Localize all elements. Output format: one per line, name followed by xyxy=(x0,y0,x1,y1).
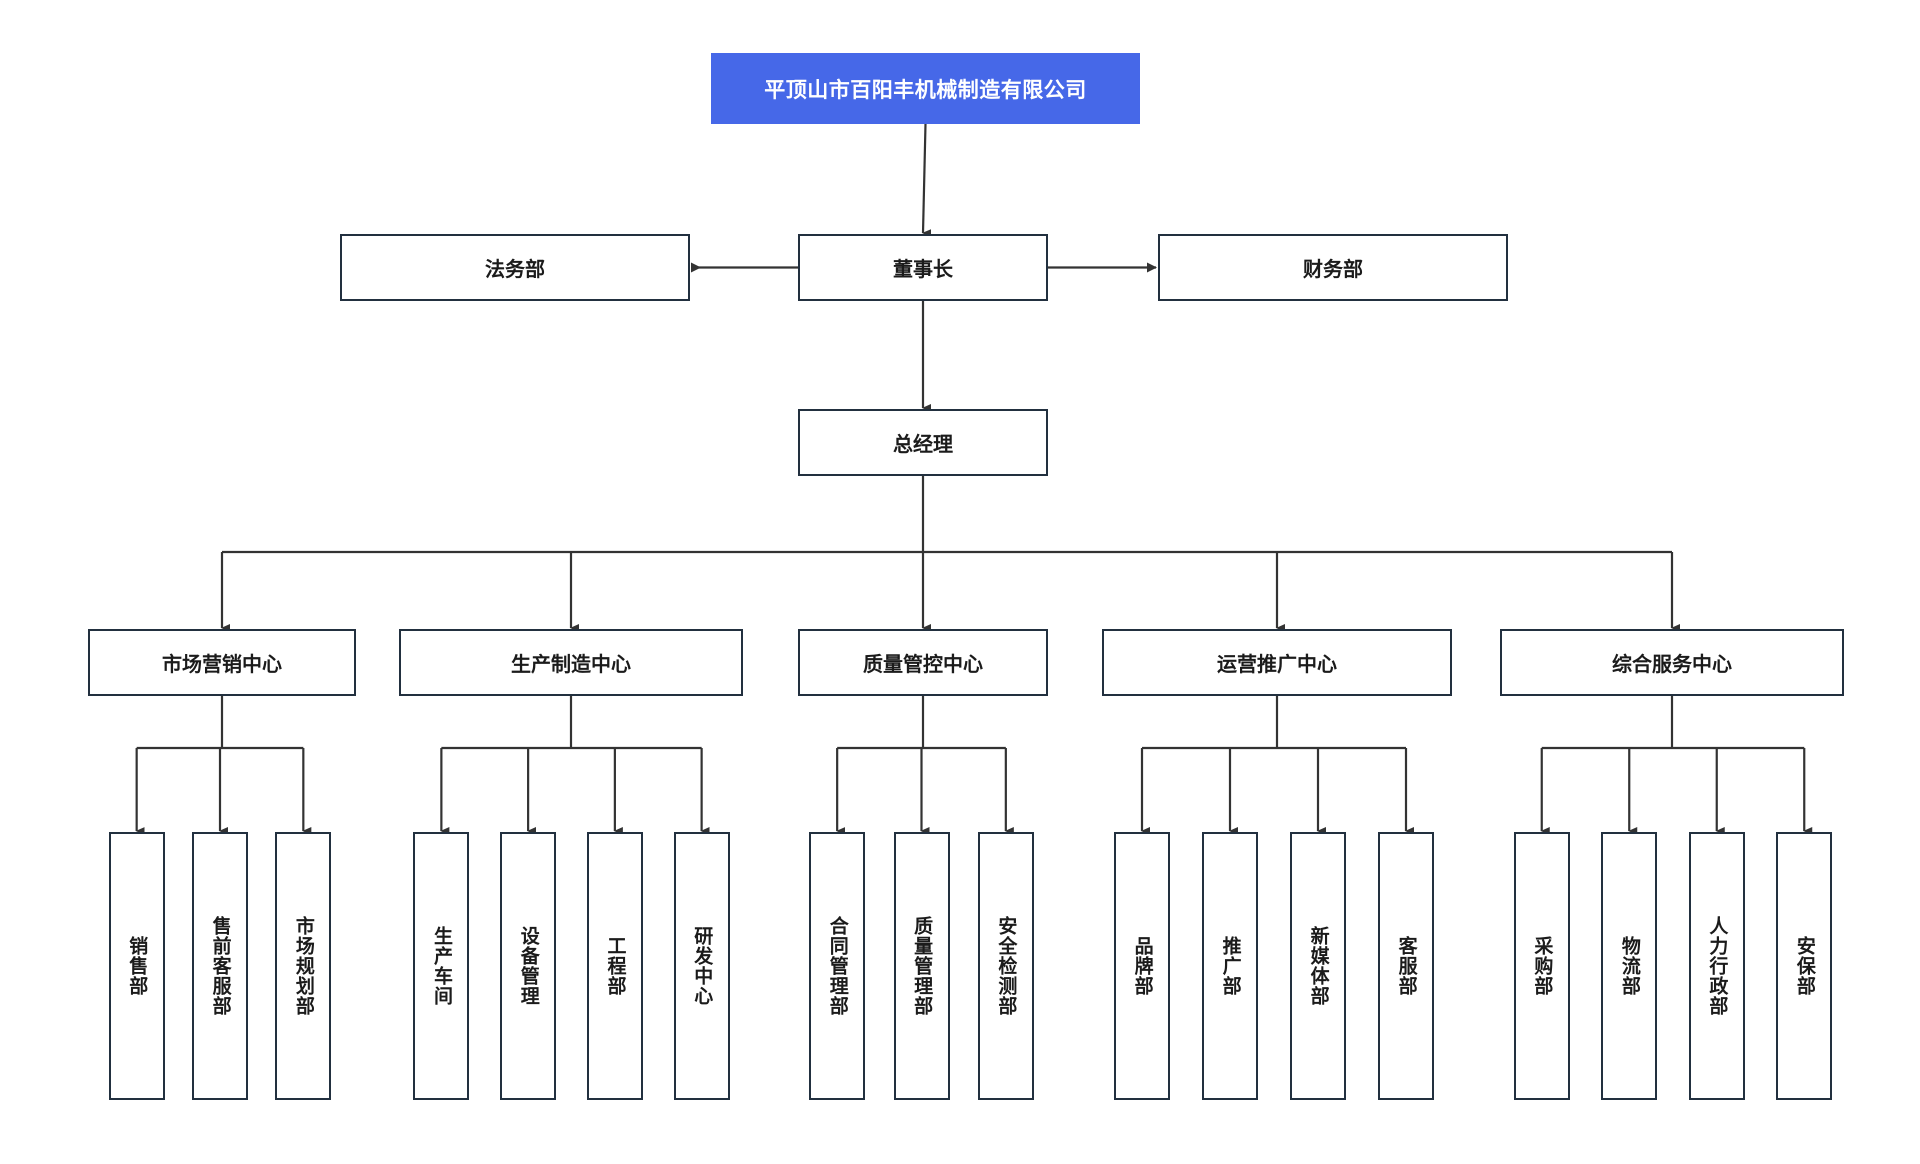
node-department-label: 品牌部 xyxy=(1131,936,1154,996)
node-center-operations[interactable]: 运营推广中心 xyxy=(1102,629,1452,696)
root-company-label: 平顶山市百阳丰机械制造有限公司 xyxy=(764,77,1087,102)
node-department-production-0[interactable]: 生产车间 xyxy=(413,832,470,1100)
node-center-production[interactable]: 生产制造中心 xyxy=(399,629,743,696)
node-department-operations-3[interactable]: 客服部 xyxy=(1378,832,1434,1100)
node-center-production-label: 生产制造中心 xyxy=(511,652,631,676)
node-center-services[interactable]: 综合服务中心 xyxy=(1500,629,1844,696)
node-center-marketing[interactable]: 市场营销中心 xyxy=(88,629,356,696)
node-department-operations-1[interactable]: 推广部 xyxy=(1202,832,1258,1100)
node-department-quality-0[interactable]: 合同管理部 xyxy=(809,832,866,1100)
node-general-manager-label: 总经理 xyxy=(893,432,953,456)
node-department-label: 安全检测部 xyxy=(995,916,1018,1016)
node-center-services-label: 综合服务中心 xyxy=(1612,652,1732,676)
node-legal-label: 法务部 xyxy=(485,257,545,281)
node-department-label: 合同管理部 xyxy=(826,916,849,1016)
node-department-label: 物流部 xyxy=(1618,936,1641,996)
node-department-production-2[interactable]: 工程部 xyxy=(586,832,643,1100)
node-department-marketing-1[interactable]: 售前客服部 xyxy=(192,832,248,1100)
node-chairman[interactable]: 董事长 xyxy=(798,234,1048,301)
node-department-label: 工程部 xyxy=(604,936,627,996)
node-department-services-1[interactable]: 物流部 xyxy=(1601,832,1658,1100)
node-center-operations-label: 运营推广中心 xyxy=(1217,652,1337,676)
node-department-marketing-2[interactable]: 市场规划部 xyxy=(275,832,332,1100)
node-department-label: 售前客服部 xyxy=(209,916,232,1016)
node-department-services-0[interactable]: 采购部 xyxy=(1513,832,1570,1100)
node-department-quality-1[interactable]: 质量管理部 xyxy=(893,832,950,1100)
node-department-label: 销售部 xyxy=(126,936,149,996)
node-department-marketing-0[interactable]: 销售部 xyxy=(108,832,165,1100)
node-department-operations-0[interactable]: 品牌部 xyxy=(1114,832,1170,1100)
node-department-quality-2[interactable]: 安全检测部 xyxy=(977,832,1034,1100)
node-department-label: 采购部 xyxy=(1531,936,1554,996)
node-department-label: 质量管理部 xyxy=(911,916,934,1016)
node-department-production-1[interactable]: 设备管理 xyxy=(500,832,557,1100)
node-department-services-2[interactable]: 人力行政部 xyxy=(1688,832,1745,1100)
node-general-manager[interactable]: 总经理 xyxy=(798,409,1048,476)
node-chairman-label: 董事长 xyxy=(893,257,953,281)
node-department-production-3[interactable]: 研发中心 xyxy=(673,832,730,1100)
root-company-box[interactable]: 平顶山市百阳丰机械制造有限公司 xyxy=(711,53,1140,124)
node-department-label: 客服部 xyxy=(1395,936,1418,996)
node-department-label: 生产车间 xyxy=(430,926,453,1006)
node-finance-label: 财务部 xyxy=(1303,257,1363,281)
node-finance-department[interactable]: 财务部 xyxy=(1158,234,1508,301)
node-department-label: 市场规划部 xyxy=(292,916,315,1016)
node-department-services-3[interactable]: 安保部 xyxy=(1776,832,1833,1100)
node-department-label: 安保部 xyxy=(1793,936,1816,996)
node-department-label: 研发中心 xyxy=(691,926,714,1006)
node-department-label: 设备管理 xyxy=(517,926,540,1006)
node-center-quality-label: 质量管控中心 xyxy=(863,652,983,676)
node-legal-department[interactable]: 法务部 xyxy=(340,234,690,301)
node-center-quality[interactable]: 质量管控中心 xyxy=(798,629,1048,696)
node-department-label: 人力行政部 xyxy=(1706,916,1729,1016)
node-department-label: 推广部 xyxy=(1219,936,1242,996)
node-department-operations-2[interactable]: 新媒体部 xyxy=(1290,832,1346,1100)
node-center-marketing-label: 市场营销中心 xyxy=(162,652,282,676)
node-department-label: 新媒体部 xyxy=(1307,926,1330,1006)
